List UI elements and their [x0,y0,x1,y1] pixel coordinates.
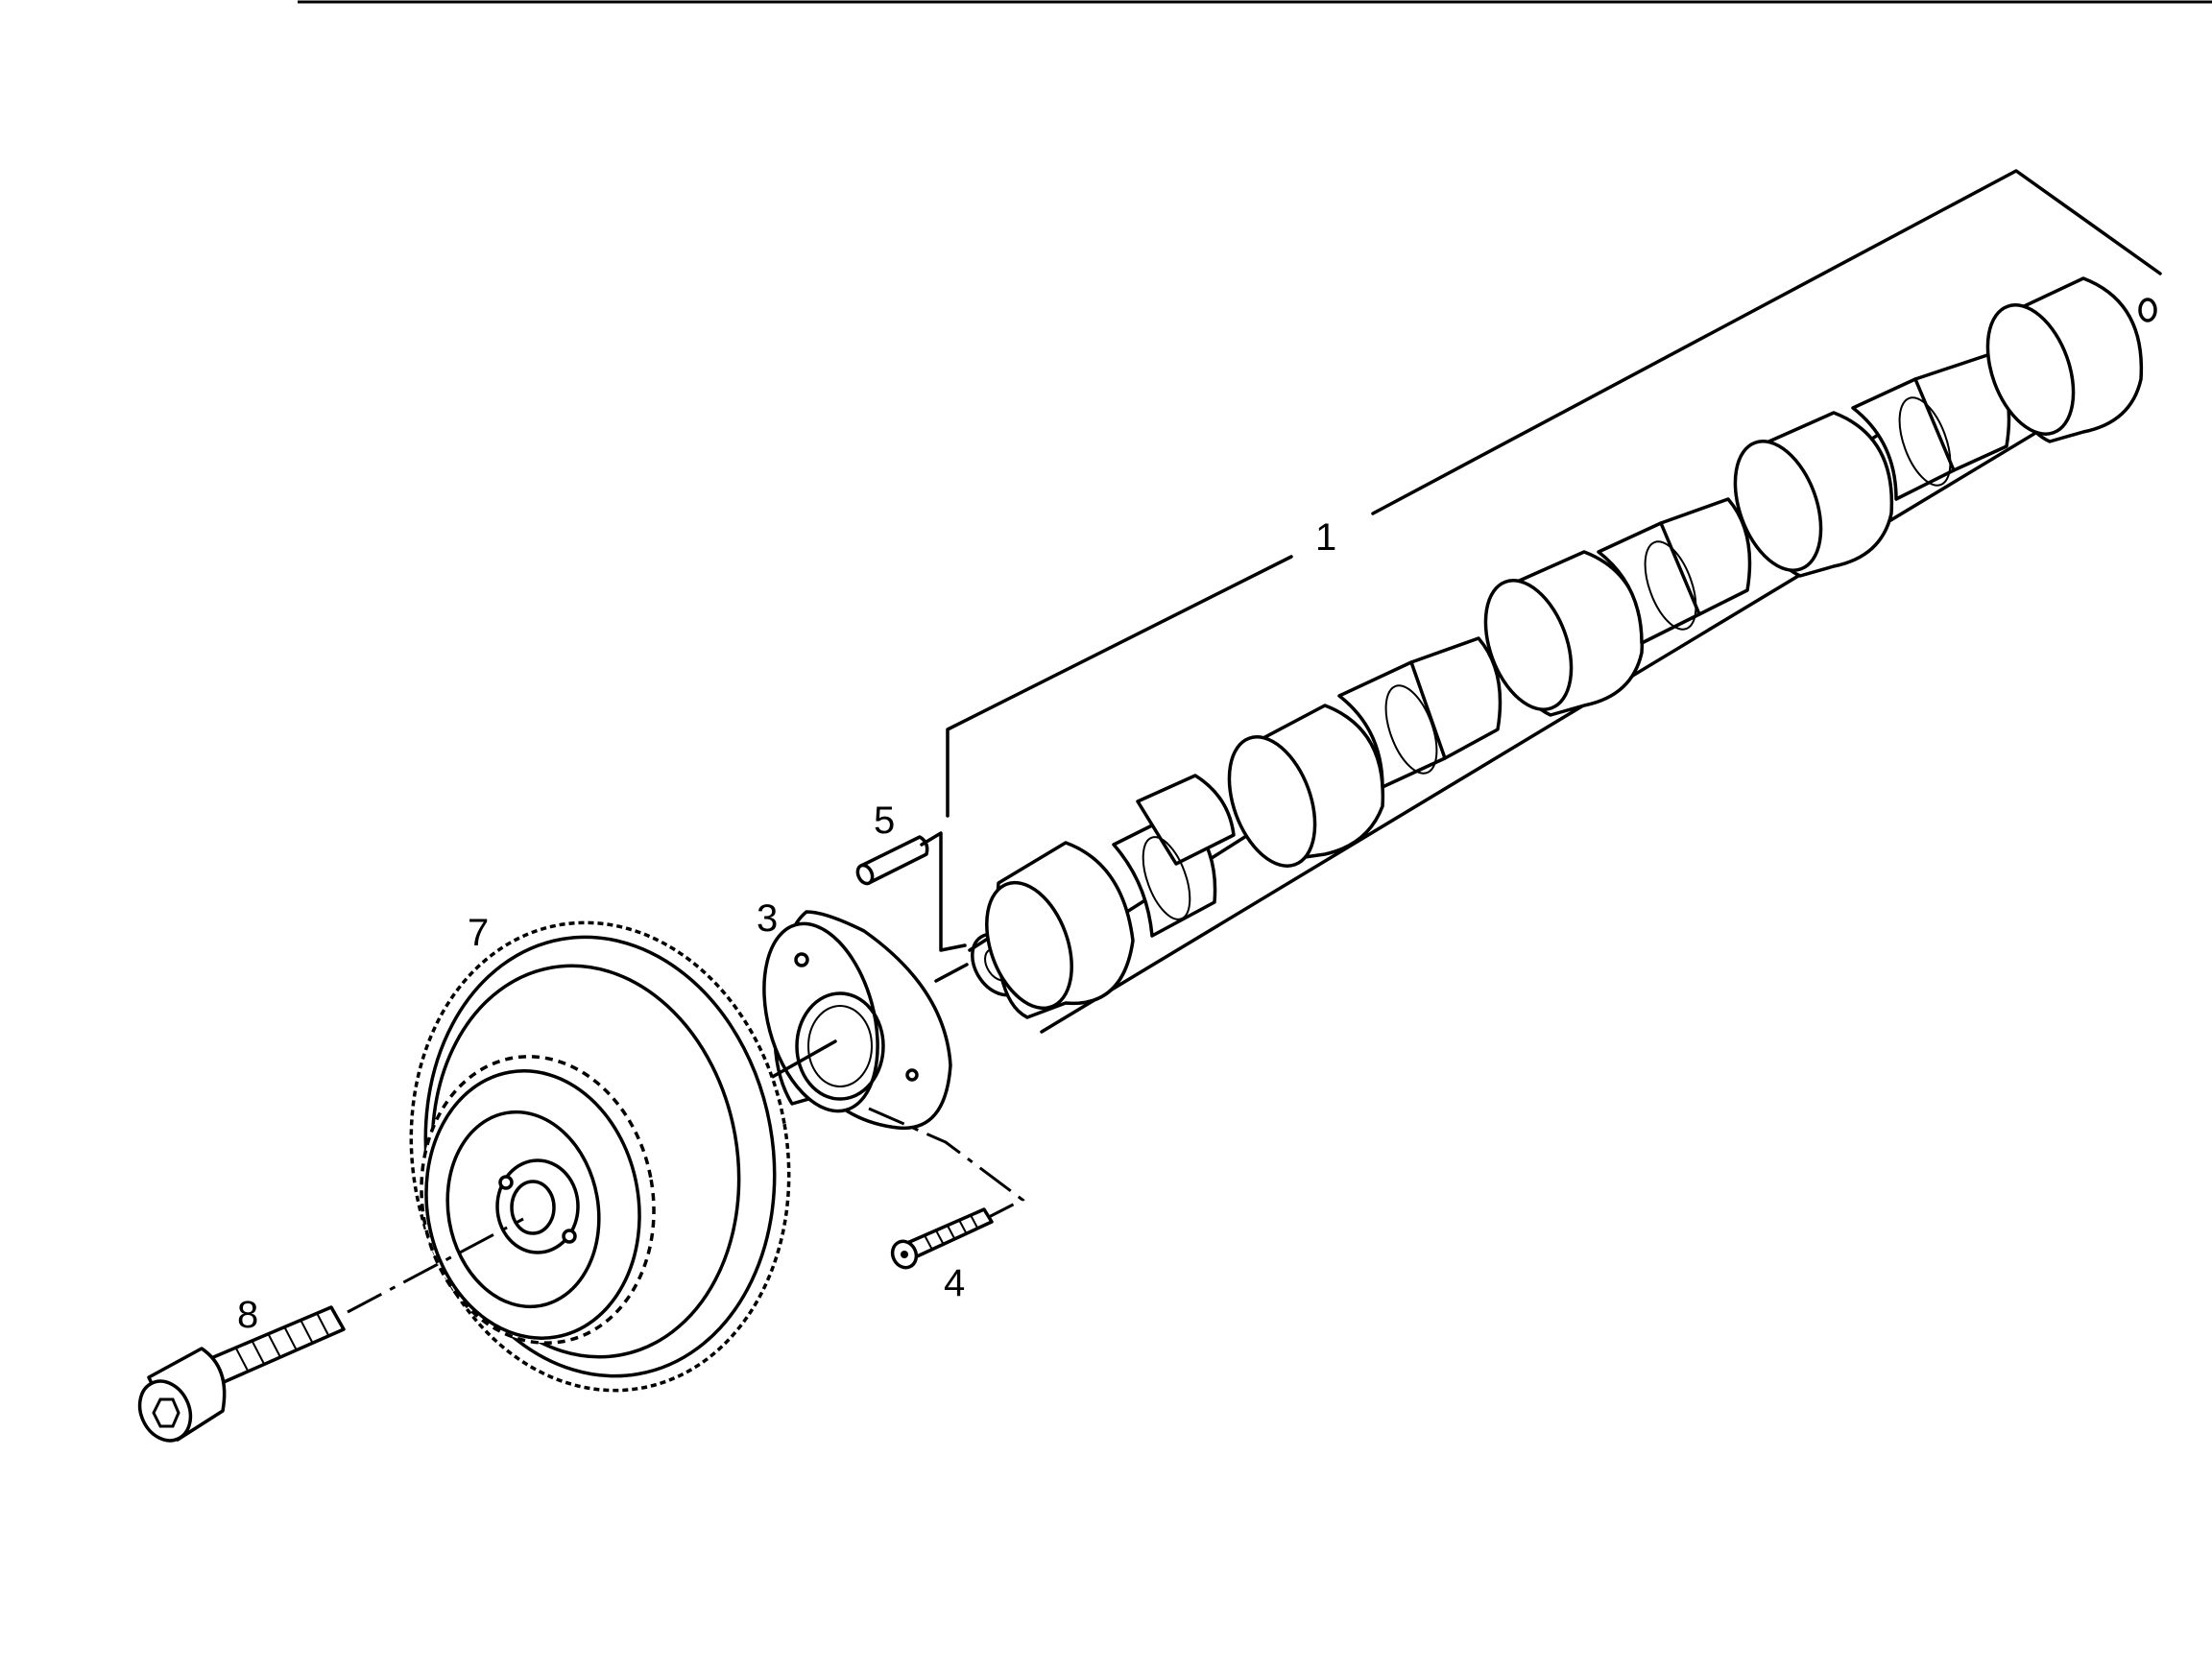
axis-line-shaft [934,963,969,983]
camshaft-journal-4 [1733,411,1894,578]
camshaft-rear-plug [2138,298,2157,322]
leader-screw [868,1107,1025,1219]
callout-1: 1 [1315,516,1336,559]
camshaft-lobes-a [1112,774,1236,938]
leader-camshaft [946,169,2162,818]
leader-dowel-pin [920,831,967,952]
gear-bolt [137,1305,346,1443]
callout-8: 8 [237,1294,258,1336]
dowel-pin [855,835,929,886]
camshaft [968,276,2157,1034]
camshaft-lobes-d [1851,353,2011,501]
callout-7: 7 [468,912,489,954]
camshaft-lobes-c [1597,497,1752,645]
callout-3: 3 [757,897,778,940]
axis-line-bolt-gear [347,1217,524,1314]
callout-5: 5 [874,800,895,842]
camshaft-journal-front [985,841,1135,1019]
camshaft-journal-rear [1985,276,2144,443]
callout-4: 4 [944,1262,965,1304]
camshaft-journal-3 [1483,550,1645,717]
camshaft-lobes-b [1337,636,1503,789]
screw [890,1207,994,1270]
camshaft-gear [409,920,791,1393]
camshaft-journal-2 [1227,704,1385,868]
